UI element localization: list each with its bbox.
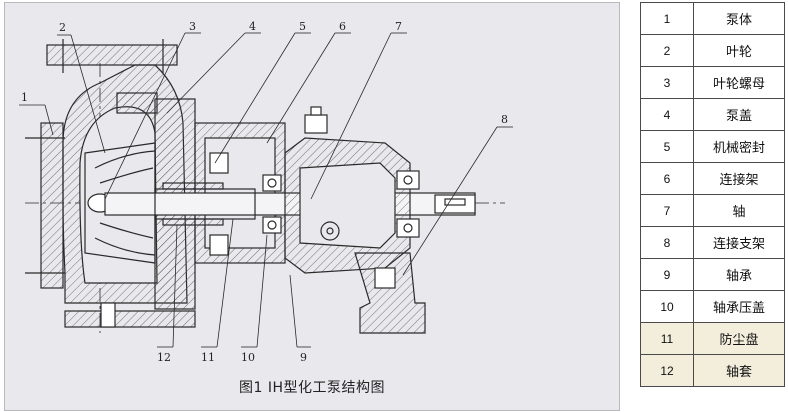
callout-2: 2 (59, 21, 66, 34)
part-name: 连接支架 (693, 226, 785, 259)
part-number: 10 (640, 290, 694, 323)
pump-drawing-panel: 1 2 3 4 5 6 7 8 9 10 11 12 图1 IH型化工泵结构图 (4, 2, 620, 411)
callout-3: 3 (189, 20, 196, 33)
part-number: 9 (640, 258, 694, 291)
callout-7: 7 (395, 20, 402, 33)
callout-9: 9 (300, 351, 307, 364)
callout-5: 5 (299, 20, 306, 33)
part-number: 12 (640, 354, 694, 387)
part-name: 机械密封 (693, 130, 785, 163)
callout-10: 10 (241, 351, 255, 364)
callout-1: 1 (21, 91, 28, 104)
part-number: 8 (640, 226, 694, 259)
callout-4: 4 (249, 20, 256, 33)
part-name: 叶轮螺母 (693, 66, 785, 99)
part-name: 轴套 (693, 354, 785, 387)
part-name: 泵盖 (693, 98, 785, 131)
part-number: 2 (640, 34, 694, 67)
part-number: 3 (640, 66, 694, 99)
part-number: 4 (640, 98, 694, 131)
callout-8: 8 (501, 113, 508, 126)
part-name: 叶轮 (693, 34, 785, 67)
part-name: 泵体 (693, 2, 785, 35)
figure-caption: 图1 IH型化工泵结构图 (238, 380, 385, 396)
pump-cross-section: 1 2 3 4 5 6 7 8 9 10 11 12 (19, 20, 513, 364)
callout-6: 6 (339, 20, 346, 33)
part-name: 轴承压盖 (693, 290, 785, 323)
part-number: 11 (640, 322, 694, 355)
callout-numbers: 1 2 3 4 5 6 7 8 9 10 11 12 (21, 20, 508, 364)
part-number: 1 (640, 2, 694, 35)
part-name: 连接架 (693, 162, 785, 195)
callout-11: 11 (201, 351, 215, 364)
part-number: 6 (640, 162, 694, 195)
callout-12: 12 (157, 351, 171, 364)
part-name: 防尘盘 (693, 322, 785, 355)
part-number: 5 (640, 130, 694, 163)
leader-lines (19, 32, 513, 348)
pump-outline (25, 39, 505, 334)
part-name: 轴承 (693, 258, 785, 291)
part-name: 轴 (693, 194, 785, 227)
part-number: 7 (640, 194, 694, 227)
